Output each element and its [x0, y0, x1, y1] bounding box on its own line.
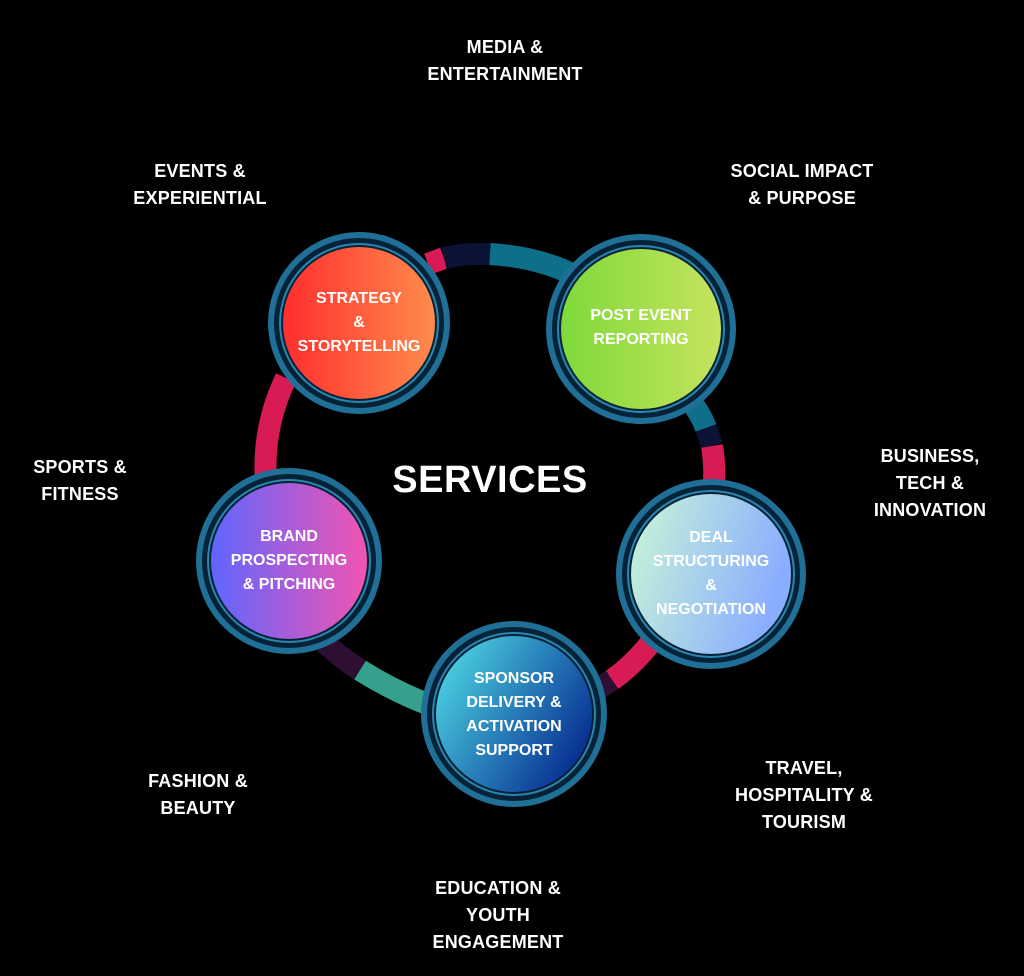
node-label-sponsor: SPONSOR DELIVERY & ACTIVATION SUPPORT — [466, 670, 562, 759]
node-deal — [616, 479, 806, 669]
diagram-title: SERVICES — [392, 459, 588, 501]
sector-social-impact: SOCIAL IMPACT & PURPOSE — [730, 161, 874, 208]
sector-education-youth: EDUCATION & YOUTH ENGAGEMENT — [432, 878, 564, 952]
ring-segment-right-navy — [695, 424, 723, 450]
ring-segment-top-navy — [441, 242, 491, 269]
sector-events-experiential: EVENTS & EXPERIENTIAL — [133, 161, 267, 208]
ring-segment-top-pink — [424, 247, 448, 275]
ring-segment-left-pink — [254, 373, 296, 483]
node-label-post-event: POST EVENT REPORTING — [590, 307, 692, 348]
ring-segment-bottomleft-teal — [354, 660, 434, 716]
sector-fashion-beauty: FASHION & BEAUTY — [148, 771, 248, 818]
sector-sports-fitness: SPORTS & FITNESS — [33, 457, 127, 504]
node-post-event — [546, 234, 736, 424]
node-sponsor — [421, 621, 607, 807]
node-label-strategy: STRATEGY & STORYTELLING — [297, 290, 421, 355]
node-brand — [196, 468, 382, 654]
sector-media-entertainment: MEDIA & ENTERTAINMENT — [427, 37, 583, 84]
node-label-deal: DEAL STRUCTURING & NEGOTIATION — [652, 529, 770, 618]
node-strategy — [268, 232, 450, 414]
sector-business-tech: BUSINESS, TECH & INNOVATION — [873, 446, 987, 520]
sector-travel-hospitality: TRAVEL, HOSPITALITY & TOURISM — [735, 758, 873, 832]
node-label-brand: BRAND PROSPECTING & PITCHING — [230, 528, 348, 593]
